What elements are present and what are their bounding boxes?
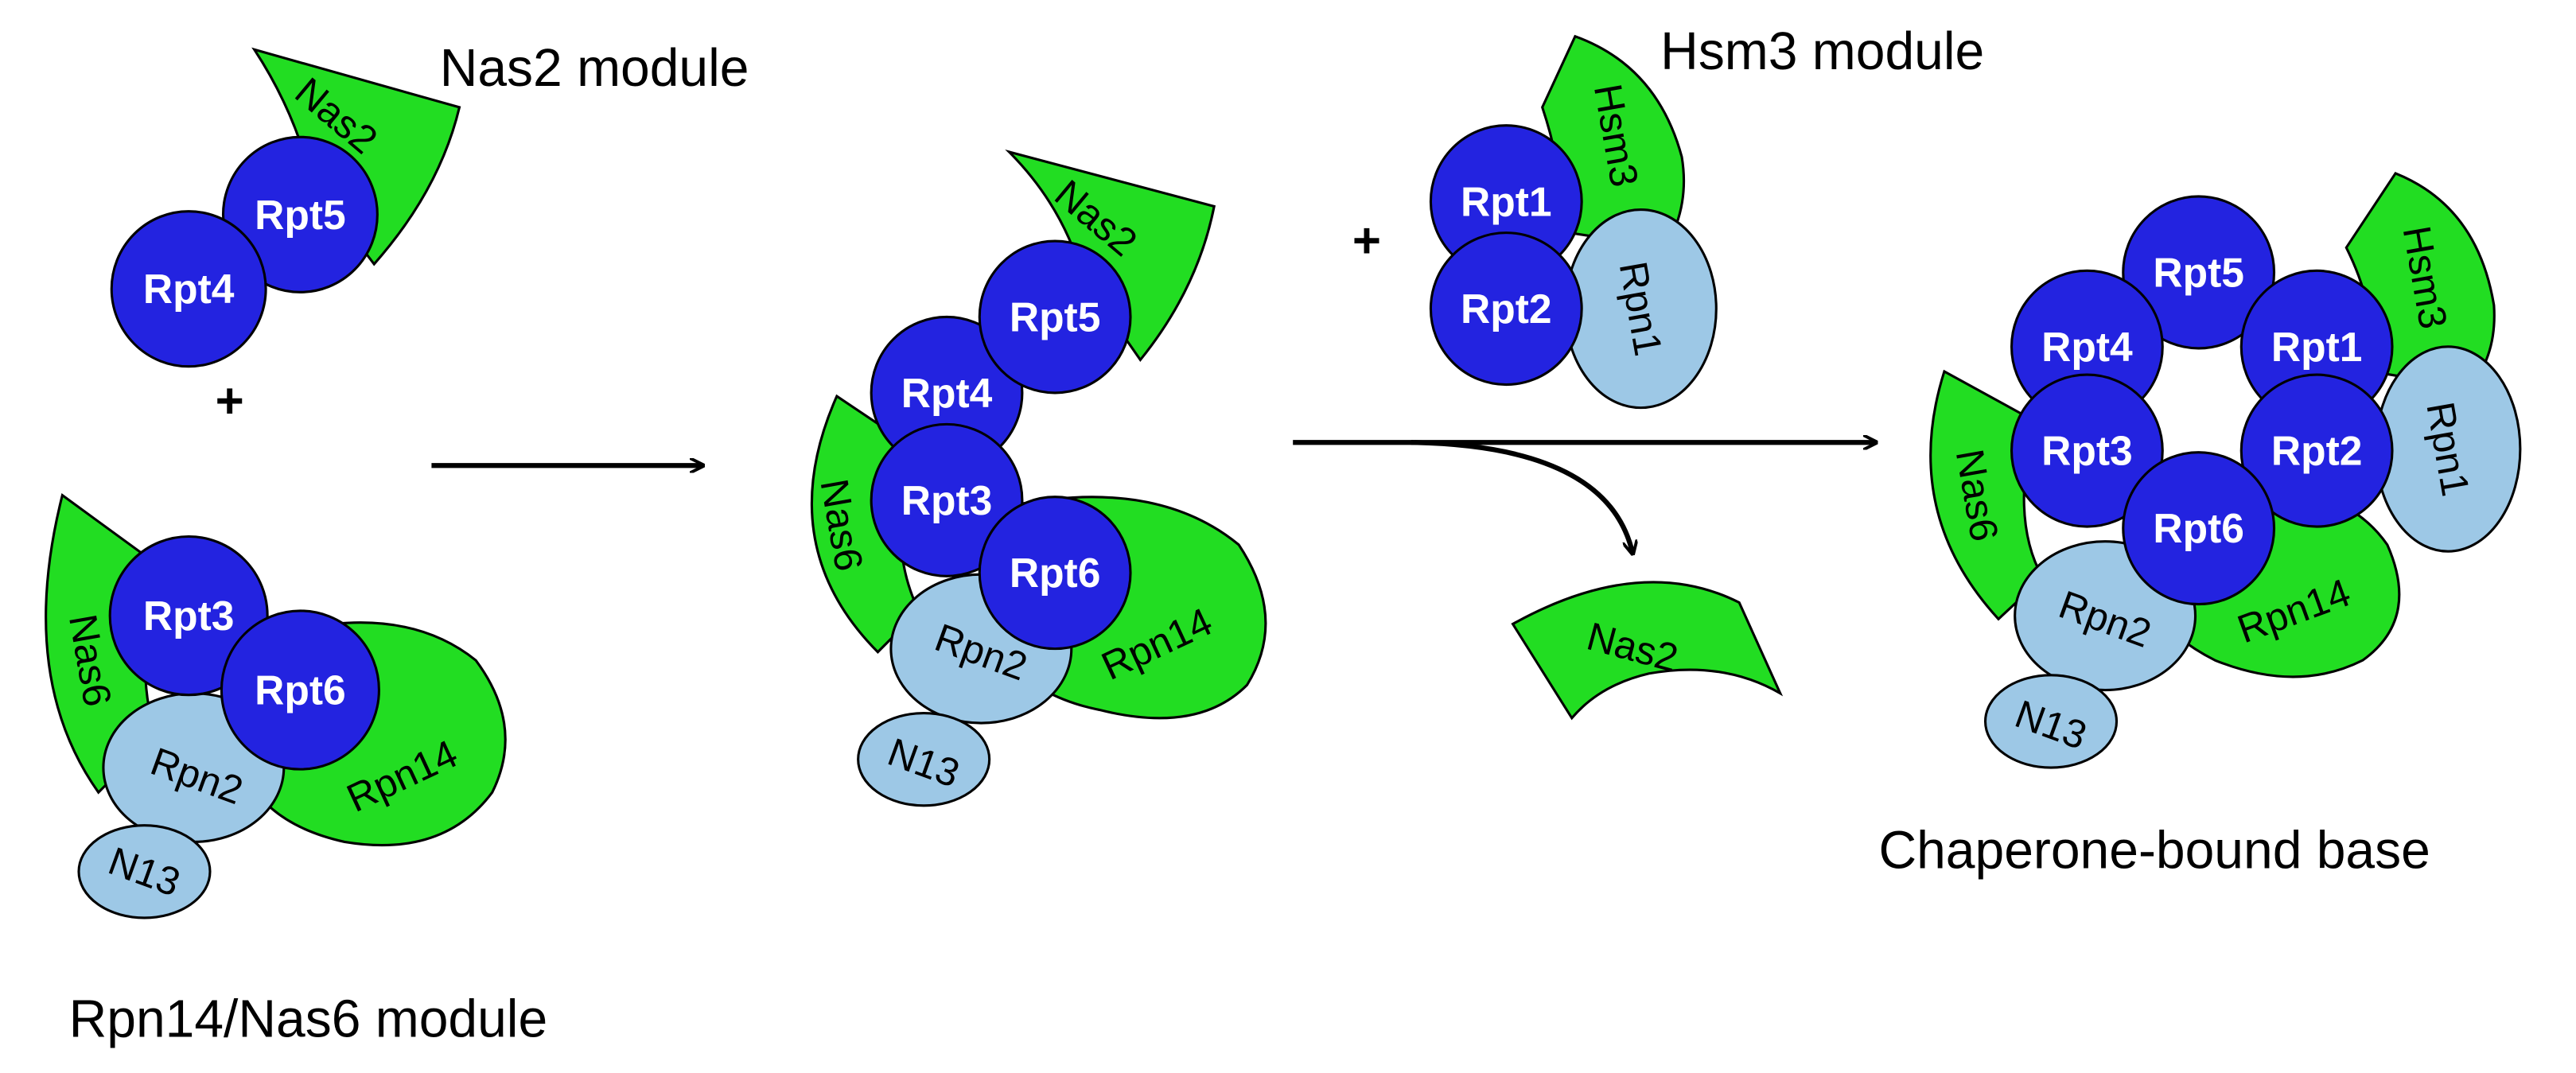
rpt6-label: Rpt6 (2153, 505, 2244, 551)
rpt3-label: Rpt3 (143, 593, 235, 639)
rpt4-subunit (110, 210, 267, 368)
n13-subunit (77, 824, 212, 919)
nas2-chaperone-shape (251, 47, 461, 266)
rpt6-subunit (2122, 451, 2276, 606)
rpt3-subunit (870, 422, 1024, 577)
rpn14-nas6-module: Rpn14 Nas6 Rpn2 N13 Rpt3 Rpt6 (45, 493, 507, 919)
rpt3-subunit (2010, 373, 2164, 528)
rpt2-label: Rpt2 (1461, 286, 1552, 332)
rpt4-label: Rpt4 (2041, 324, 2133, 370)
rpt2-subunit (2239, 373, 2394, 528)
chaperone-bound-base-caption: Chaperone-bound base (1878, 821, 2430, 880)
rpt4-label: Rpt4 (143, 266, 235, 312)
rpt1-label: Rpt1 (1461, 178, 1552, 224)
rpt5-label: Rpt5 (2153, 249, 2244, 295)
n13-subunit (1983, 674, 2119, 769)
rpt5-subunit (2122, 195, 2276, 350)
rpt3-subunit (108, 535, 269, 697)
rpt3-label: Rpt3 (901, 477, 993, 523)
rpt1-label: Rpt1 (2271, 324, 2363, 370)
hsm3-module: Hsm3 Rpn1 Rpt1 Rpt2 (1429, 34, 1718, 410)
hsm3-module-caption: Hsm3 module (1660, 22, 1984, 81)
nas2-chaperone-shape (1511, 581, 1784, 721)
plus-sign-right: + (1352, 213, 1381, 268)
rpt6-label: Rpt6 (255, 667, 346, 713)
rpt6-subunit (978, 496, 1132, 651)
rpn14-nas6-module-caption: Rpn14/Nas6 module (69, 989, 548, 1048)
arrow-release-nas2 (1411, 440, 1632, 553)
rpt2-label: Rpt2 (2271, 427, 2363, 473)
rpt5-subunit (221, 135, 379, 294)
rpt5-subunit (978, 239, 1132, 395)
rpt6-label: Rpt6 (1010, 550, 1101, 596)
nas2-module: Nas2 Rpt5 Rpt4 (110, 47, 461, 368)
rpt5-label: Rpt5 (255, 192, 346, 238)
nas2-module-caption: Nas2 module (440, 39, 749, 98)
intermediate-complex: Nas2 Rpn14 Nas6 Rpn2 N13 Rpt4 Rpt5 Rpt3 … (810, 149, 1267, 807)
rpt6-subunit (220, 609, 380, 771)
nas2-chaperone-shape (1005, 149, 1216, 363)
rpt5-label: Rpt5 (1010, 294, 1101, 340)
chaperone-bound-base: Hsm3 Rpn14 Nas6 Rpn1 Rpn2 N13 Rpt5 Rpt4 … (1929, 172, 2522, 769)
rpt2-subunit (1429, 231, 1583, 387)
plus-sign-left: + (216, 374, 244, 429)
released-nas2: Nas2 (1511, 581, 1784, 721)
rpt4-label: Rpt4 (901, 370, 993, 416)
rpt3-label: Rpt3 (2041, 427, 2133, 473)
n13-subunit (857, 712, 991, 807)
